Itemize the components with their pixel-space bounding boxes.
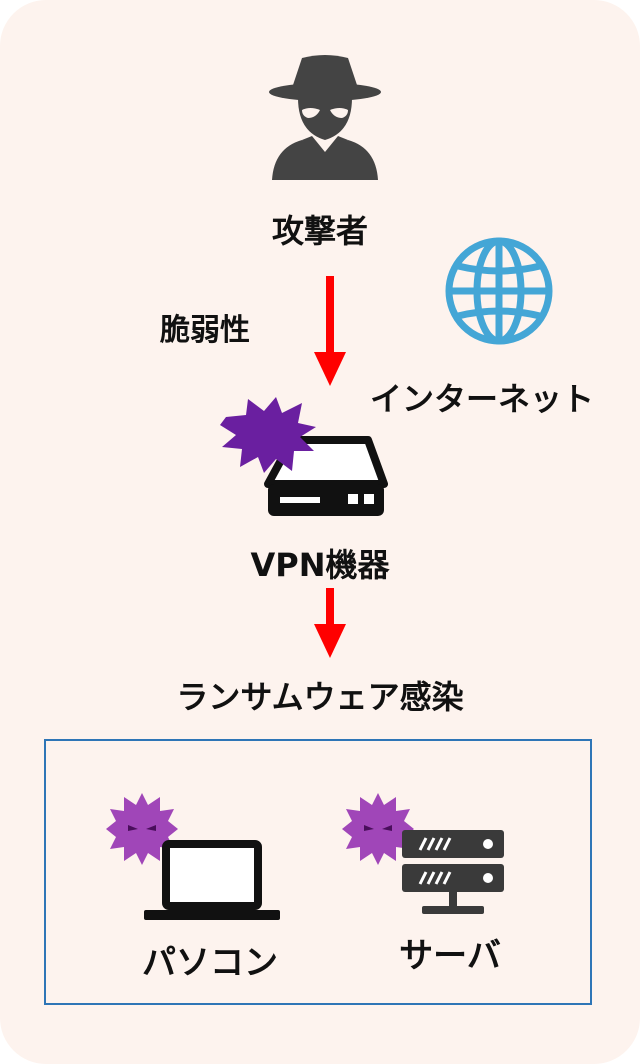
pc-label: パソコン	[142, 943, 278, 983]
vulnerability-label: 脆弱性	[160, 313, 250, 348]
internal-network-box	[44, 739, 592, 1005]
virus-icon	[220, 397, 316, 473]
pc-virus-icon	[106, 793, 178, 865]
server-rack-icon	[402, 830, 504, 914]
vpn-device-label: VPN機器	[250, 546, 390, 584]
hacker-icon	[269, 55, 381, 180]
server-virus-icon	[342, 793, 414, 865]
server-label: サーバ	[399, 936, 501, 976]
infection-arrow	[314, 588, 346, 658]
ransomware-infection-label: ランサムウェア感染	[176, 678, 464, 716]
globe-icon	[445, 237, 553, 345]
attacker-label: 攻撃者	[271, 212, 368, 250]
internet-label: インターネット	[370, 380, 595, 418]
attack-arrow	[314, 276, 346, 386]
laptop-icon	[144, 840, 280, 920]
